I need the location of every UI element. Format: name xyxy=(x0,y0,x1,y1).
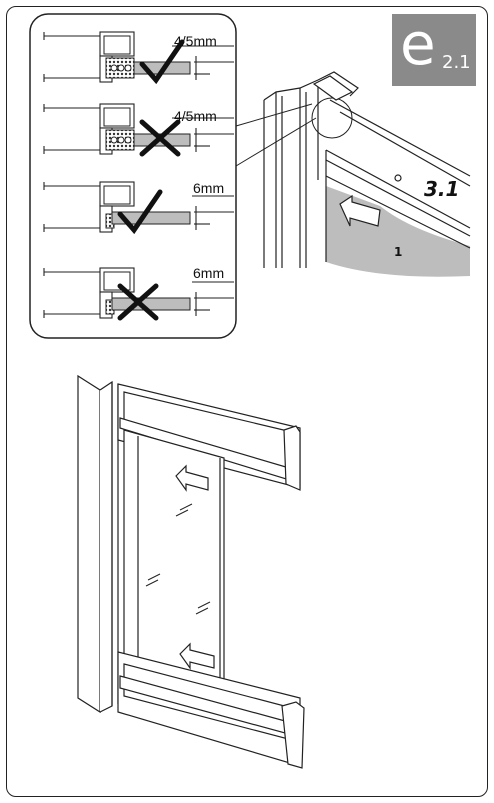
measurement-label-1: 4/5mm xyxy=(174,33,217,49)
callout-leader-lines xyxy=(235,97,353,167)
part-label: 3.1 xyxy=(424,177,459,201)
instruction-sheet xyxy=(6,6,488,797)
glass-reflection-marks xyxy=(145,503,211,615)
door-assembly-illustration xyxy=(77,374,305,769)
panel-label: 1 xyxy=(394,245,402,259)
measurement-label-2: 4/5mm xyxy=(174,108,217,124)
check-icon xyxy=(139,39,185,85)
detail-row-3 xyxy=(43,181,234,235)
check-icon xyxy=(117,189,163,235)
corner-profile-illustration xyxy=(263,71,471,277)
step-letter: e xyxy=(400,10,436,78)
step-number: 2.1 xyxy=(442,52,471,73)
step-badge: e 2.1 xyxy=(392,10,476,86)
detail-row-4 xyxy=(43,267,234,321)
detail-callout-box xyxy=(29,13,237,339)
cross-icon xyxy=(117,283,159,321)
cross-icon xyxy=(139,119,181,157)
measurement-label-3: 6mm xyxy=(193,180,224,196)
detail-row-1 xyxy=(43,31,234,85)
measurement-label-4: 6mm xyxy=(193,265,224,281)
detail-row-2 xyxy=(43,103,234,157)
